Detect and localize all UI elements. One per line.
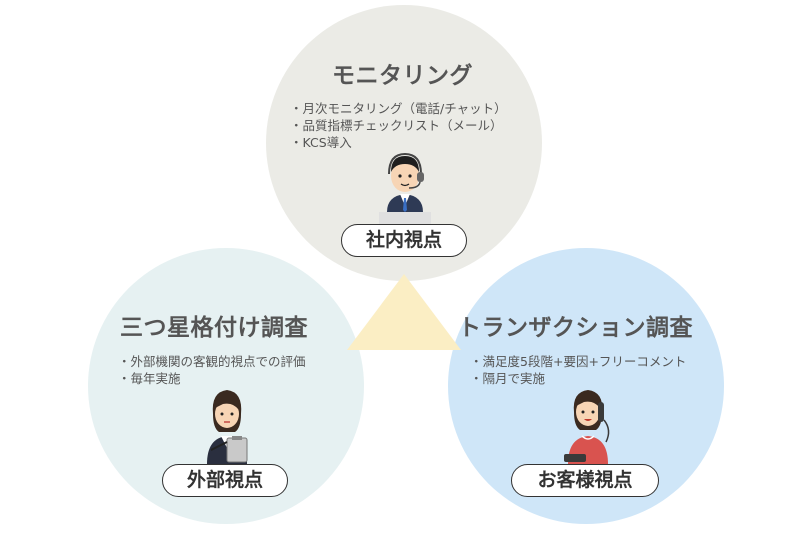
transaction-survey-bullet: 隔月で実施 (470, 370, 686, 387)
center-triangle-shape (347, 274, 461, 350)
transaction-survey-title: トランザクション調査 (458, 315, 693, 341)
monitoring-title: モニタリング (332, 63, 473, 89)
internal-perspective-label: 社内視点 (341, 224, 467, 257)
customer-phone-icon (564, 390, 610, 464)
evaluator-clipboard-icon (207, 390, 248, 464)
three-star-rating-bullet: 毎年実施 (118, 370, 306, 387)
monitoring-bullet: 月次モニタリング（電話/チャット） (290, 100, 507, 117)
external-perspective-label: 外部視点 (162, 464, 288, 497)
monitoring-bullet: KCS導入 (290, 134, 507, 151)
monitoring-bullet: 品質指標チェックリスト（メール） (290, 117, 507, 134)
transaction-survey-bullet: 満足度5段階+要因+フリーコメント (470, 353, 687, 370)
three-star-rating-bullets: 外部機関の客観的視点での評価 毎年実施 (118, 353, 306, 387)
operator-headset-icon (379, 152, 431, 224)
customer-perspective-label: お客様視点 (511, 464, 659, 497)
three-star-rating-title: 三つ星格付け調査 (120, 315, 308, 341)
transaction-survey-bullets: 満足度5段階+要因+フリーコメント 隔月で実施 (470, 353, 687, 387)
three-star-rating-bullet: 外部機関の客観的視点での評価 (118, 353, 306, 370)
monitoring-bullets: 月次モニタリング（電話/チャット） 品質指標チェックリスト（メール） KCS導入 (290, 100, 507, 151)
